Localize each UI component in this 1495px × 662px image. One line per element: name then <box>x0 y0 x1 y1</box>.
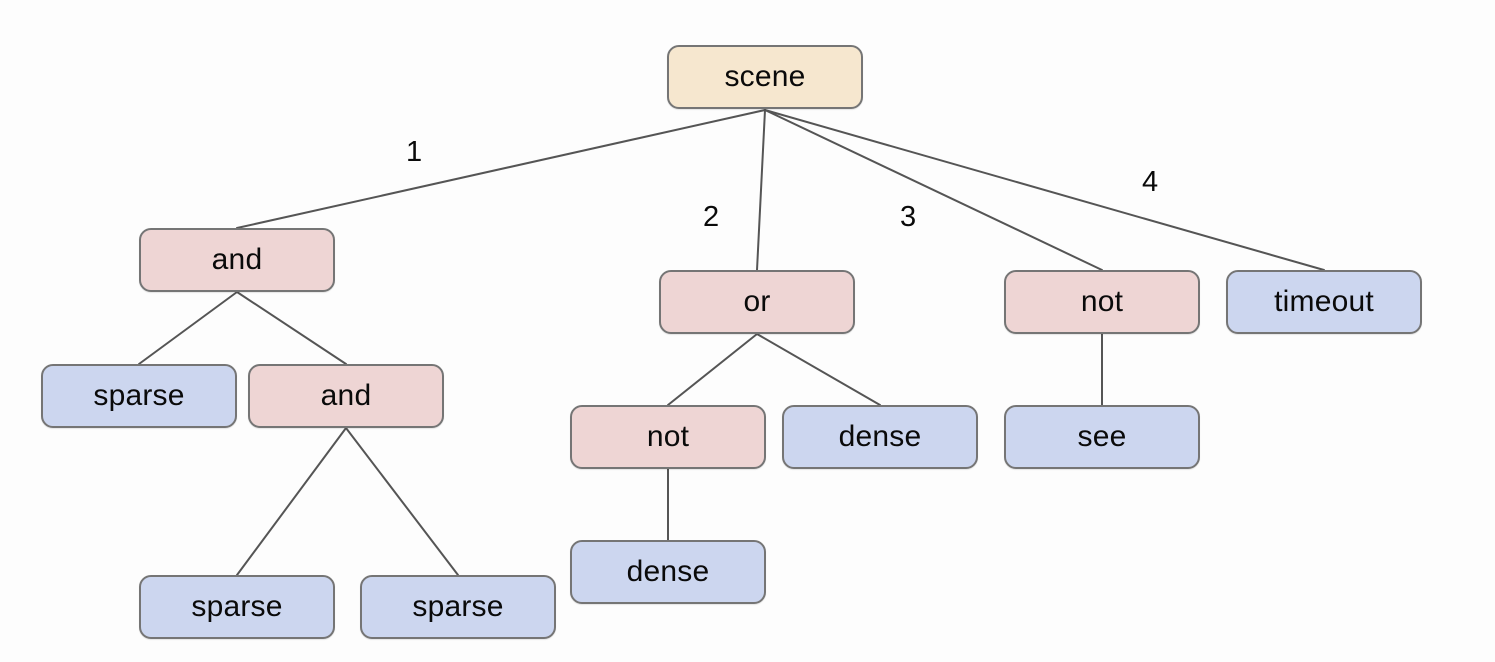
tree-edge <box>138 291 238 365</box>
tree-edge <box>667 333 758 406</box>
edge-label-4: 4 <box>1142 166 1159 198</box>
tree-node-dense[interactable]: dense <box>570 540 766 604</box>
tree-node-label: sparse <box>191 590 283 623</box>
tree-node-label: sparse <box>93 379 185 412</box>
tree-edge <box>345 427 459 576</box>
tree-node-sparse[interactable]: sparse <box>139 575 335 639</box>
tree-edge <box>764 109 1325 271</box>
edge-label-2: 2 <box>703 201 720 233</box>
tree-node-label: timeout <box>1274 285 1374 318</box>
tree-node-not[interactable]: not <box>1004 270 1200 334</box>
tree-node-label: dense <box>838 420 922 453</box>
edge-label-3: 3 <box>900 201 917 233</box>
tree-node-label: and <box>211 243 263 276</box>
tree-node-label: or <box>743 285 771 318</box>
tree-node-label: not <box>646 420 690 453</box>
tree-node-not[interactable]: not <box>570 405 766 469</box>
tree-node-scene[interactable]: scene <box>667 45 863 109</box>
tree-node-timeout[interactable]: timeout <box>1226 270 1422 334</box>
tree-edge <box>236 291 347 365</box>
tree-node-label: and <box>320 379 372 412</box>
tree-node-and[interactable]: and <box>248 364 444 428</box>
tree-edge <box>756 109 766 271</box>
tree-edge <box>764 109 1103 271</box>
tree-node-or[interactable]: or <box>659 270 855 334</box>
tree-node-and[interactable]: and <box>139 228 335 292</box>
tree-edge <box>236 109 766 229</box>
tree-edge <box>236 427 347 576</box>
tree-node-see[interactable]: see <box>1004 405 1200 469</box>
tree-node-label: sparse <box>412 590 504 623</box>
tree-node-label: not <box>1080 285 1124 318</box>
tree-node-sparse[interactable]: sparse <box>360 575 556 639</box>
tree-node-label: see <box>1077 420 1127 453</box>
edge-label-1: 1 <box>406 136 423 168</box>
tree-node-label: scene <box>724 60 806 93</box>
tree-node-sparse[interactable]: sparse <box>41 364 237 428</box>
tree-node-dense[interactable]: dense <box>782 405 978 469</box>
tree-edge <box>756 333 881 406</box>
tree-node-label: dense <box>626 555 710 588</box>
